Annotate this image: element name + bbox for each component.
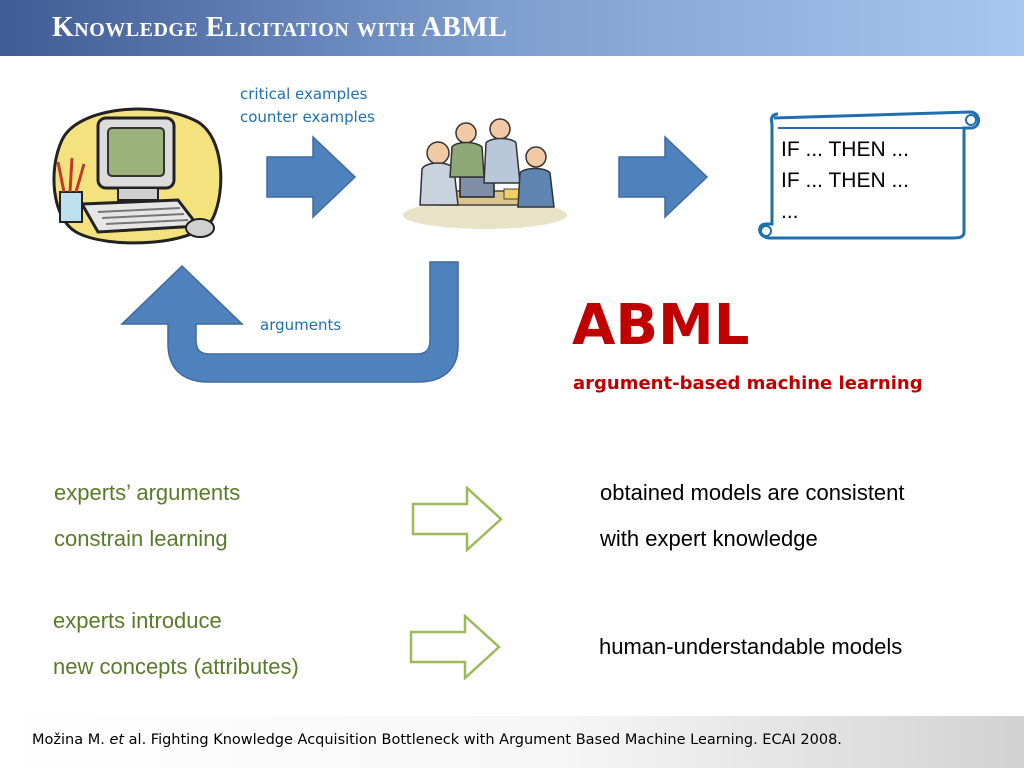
footer-citation: al. Fighting Knowledge Acquisition Bottl… xyxy=(124,732,842,748)
footer-authors: Možina M. xyxy=(32,732,110,748)
caption-critical-examples: critical examples xyxy=(240,85,368,103)
point-1-right-line-1: obtained models are consistent xyxy=(600,480,905,505)
footer-bar: Možina M. et al. Fighting Knowledge Acqu… xyxy=(0,716,1024,768)
experts-group-clipart-icon xyxy=(403,118,567,229)
flow-arrow-right-1 xyxy=(266,135,357,219)
footer-et: et xyxy=(109,732,125,748)
point-1-left-line-2: constrain learning xyxy=(54,526,228,551)
point-2-left-line-1: experts introduce xyxy=(53,608,222,633)
footer-reference: Možina M. et al. Fighting Knowledge Acqu… xyxy=(32,732,842,748)
point-1-left-line-1: experts’ arguments xyxy=(54,480,241,505)
point-2-left-line-2: new concepts (attributes) xyxy=(53,654,299,679)
caption-arguments: arguments xyxy=(260,316,342,334)
feedback-arrow xyxy=(120,261,459,383)
caption-counter-examples: counter examples xyxy=(240,108,375,126)
implies-arrow-1 xyxy=(411,486,503,552)
examples-caption: critical examples counter examples xyxy=(240,83,375,129)
rule-line-1: IF ... THEN ... xyxy=(781,138,909,161)
implies-arrow-2 xyxy=(409,614,501,680)
flow-arrow-right-2 xyxy=(618,135,709,219)
abml-subheading: argument-based machine learning xyxy=(573,373,923,394)
title-bar: Knowledge Elicitation with ABML xyxy=(0,0,1024,56)
computer-clipart-icon xyxy=(52,107,223,245)
point-1-right-line-2: with expert knowledge xyxy=(600,526,818,551)
point-2-right-line-1: human-understandable models xyxy=(599,634,903,659)
rule-line-2: IF ... THEN ... xyxy=(781,169,909,192)
slide-title: Knowledge Elicitation with ABML xyxy=(52,12,508,43)
scroll-icon xyxy=(758,110,980,240)
rule-line-3: ... xyxy=(781,200,799,223)
abml-heading: ABML xyxy=(572,293,750,358)
